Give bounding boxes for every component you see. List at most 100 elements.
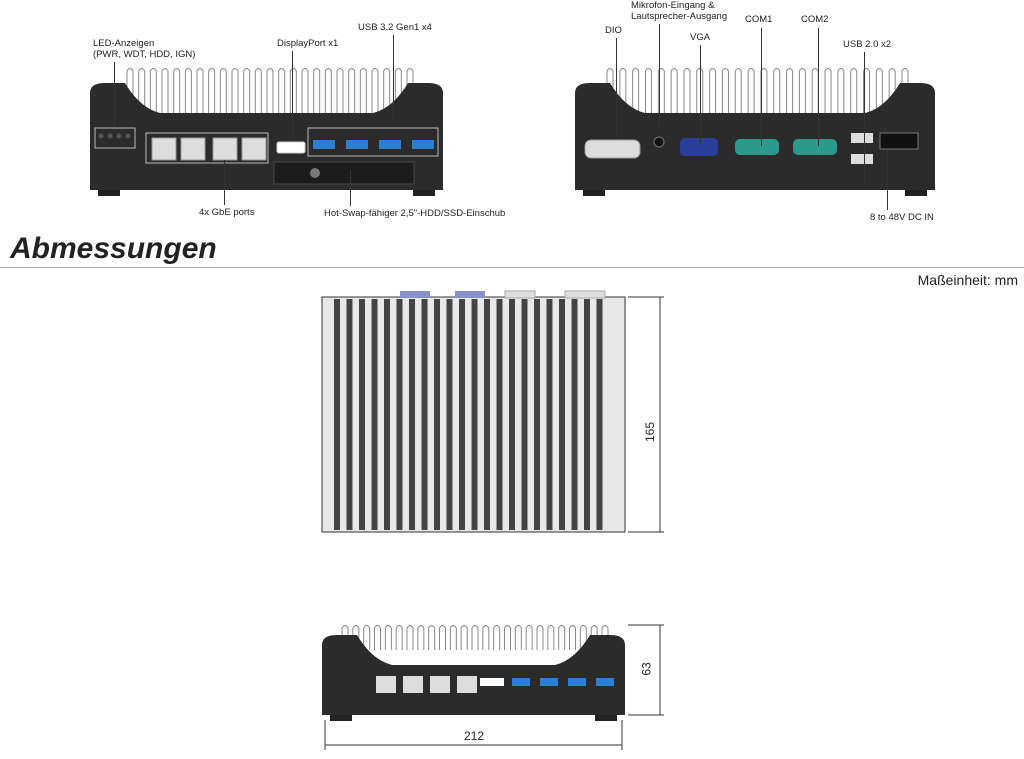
label-dcin: 8 to 48V DC IN [870,212,934,223]
foot [583,190,605,196]
heatsink-fin [837,68,845,115]
heatsink-fin [371,68,379,115]
heatsink-fin [417,625,425,650]
top-fin [496,299,503,530]
dc-in-terminal [879,132,919,150]
divider [0,267,1024,268]
top-fin [584,299,590,530]
com1-port [735,139,779,155]
ethernet-port [212,137,238,161]
top-fin [534,299,540,530]
ethernet-port [151,137,177,161]
usb3-port [596,678,614,686]
heatsink-fin [760,68,768,115]
heatsink-fin [289,68,297,115]
heatsink-fin [301,68,309,115]
com2-port [793,139,837,155]
label-led-detail: (PWR, WDT, HDD, IGN) [93,49,196,60]
heatsink-fin [348,68,356,115]
top-fin [446,299,453,530]
heatsink-fin [196,68,204,115]
heatsink-fin [460,625,468,650]
label-com2: COM2 [801,14,829,25]
heatsink-fin [601,625,609,650]
led-icon [125,133,131,139]
heatsink-fin [824,68,832,115]
heatsink-fin [657,68,665,115]
heatsink-fin [336,68,344,115]
heatsink-fin [514,625,522,650]
top-fin [559,299,565,530]
usb2-port [851,133,873,143]
port-top [504,290,536,299]
heatsink-fin [324,68,332,115]
heatsink-fin [683,68,691,115]
audio-jack [653,136,665,148]
heatsink-fin [471,625,479,650]
top-fin [459,299,465,530]
usb3-port [379,140,401,149]
heatsink-fin [504,625,511,650]
top-fin [409,299,415,530]
usb3-port [568,678,586,686]
displayport-port [276,141,306,154]
top-fin [434,299,440,530]
top-fin [371,299,378,530]
usb2-port [851,154,873,164]
top-fin [596,299,603,530]
heatsink-fin [231,68,239,115]
heatsink-fin [590,625,598,650]
led-indicators [94,127,136,149]
heatsink-fin [786,68,794,115]
top-fin [334,299,340,530]
foot [330,715,352,721]
heatsink-fin [558,625,566,650]
heatsink-fin [863,68,871,115]
label-dio: DIO [605,25,622,36]
heatsink-fin [493,625,501,650]
label-usb32: USB 3.2 Gen1 x4 [358,22,432,33]
rear-panel [575,83,935,190]
usb3-port [512,678,530,686]
heatsink-fin [406,68,414,115]
heatsink-fin [254,68,262,115]
heatsink-fin [619,68,627,115]
heatsink-fin [696,68,704,115]
top-fin [546,299,553,530]
top-fin [571,299,578,530]
heatsink-fin [383,68,391,115]
heatsink-fin [798,68,806,115]
port-top [455,291,485,298]
heatsink-fin [363,625,371,650]
top-fin [471,299,478,530]
heatsink-fin [709,68,717,115]
heatsink-fin [184,68,192,115]
heatsink-fin [525,625,533,650]
heatsink-fin [278,68,286,115]
front-view-small [322,635,625,715]
foot [595,715,617,721]
top-fin [484,299,490,530]
label-displayport: DisplayPort x1 [277,38,339,49]
unit-label: Maßeinheit: mm [917,272,1018,288]
vga-port [680,138,718,156]
top-fin [521,299,528,530]
ethernet-port [403,676,423,693]
heatsink-fin [428,625,436,650]
label-led: LED-Anzeigen [93,38,155,49]
label-hotswap: Hot-Swap-fähiger 2,5"-HDD/SSD-Einschub [324,208,506,219]
heatsink-fin [670,68,678,115]
heatsink-fin [138,68,146,115]
top-fin [509,299,515,530]
heatsink-fin [449,625,457,650]
ethernet-port [180,137,206,161]
label-com1: COM1 [745,14,773,25]
heatsink-fin [173,68,181,115]
heatsink-fin [266,68,274,115]
ethernet-port [241,137,267,161]
top-fin [396,299,403,530]
heatsink-fin [149,68,157,115]
heatsink-fin [161,68,169,115]
heatsink-fin [359,68,367,115]
heatsink-fin [219,68,227,115]
